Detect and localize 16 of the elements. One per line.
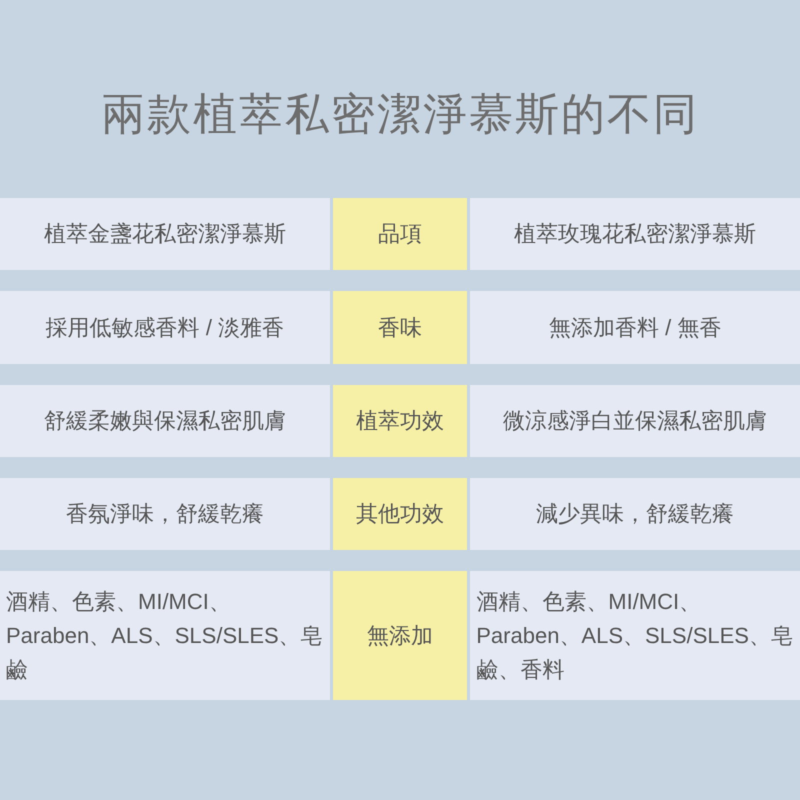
category-cell: 香味 [332, 291, 468, 364]
comparison-cell: 植萃玫瑰花私密潔淨慕斯 [470, 198, 800, 270]
category-cell: 植萃功效 [332, 385, 468, 457]
comparison-cell: 植萃金盞花私密潔淨慕斯 [0, 198, 330, 270]
title: 兩款植萃私密潔淨慕斯的不同 [101, 89, 699, 141]
comparison-cell: 減少異味，舒緩乾癢 [470, 478, 800, 550]
comparison-cell: 香氛淨味，舒緩乾癢 [0, 478, 330, 550]
comparison-cell: 無添加香料 / 無香 [470, 291, 800, 364]
comparison-cell: 酒精、色素、MI/MCI、Paraben、ALS、SLS/SLES、皂鹼、香料 [470, 571, 800, 700]
comparison-cell: 微涼感淨白並保濕私密肌膚 [470, 385, 800, 457]
comparison-cell: 酒精、色素、MI/MCI、Paraben、ALS、SLS/SLES、皂鹼 [0, 571, 330, 700]
comparison-cell: 採用低敏感香料 / 淡雅香 [0, 291, 330, 364]
category-cell: 品項 [332, 198, 468, 270]
category-cell: 無添加 [332, 571, 468, 700]
comparison-cell: 舒緩柔嫩與保濕私密肌膚 [0, 385, 330, 457]
category-cell: 其他功效 [332, 478, 468, 550]
